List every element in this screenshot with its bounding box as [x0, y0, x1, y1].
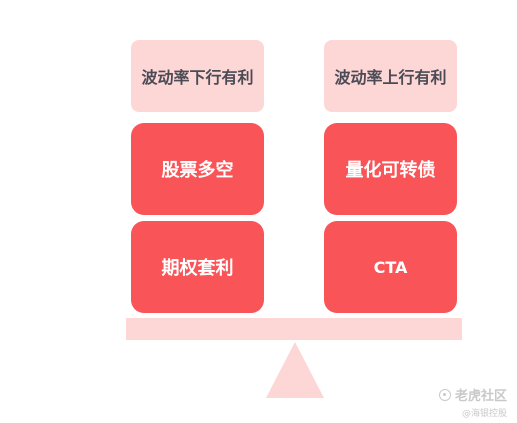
watermark: 老虎社区 @海银控股 — [438, 385, 507, 419]
strategy-box-cta: CTA — [324, 221, 457, 313]
strategy-box-stock-long-short: 股票多空 — [131, 123, 264, 215]
seesaw-beam — [126, 318, 462, 340]
header-volatility-down-label: 波动率下行有利 — [141, 68, 254, 87]
header-volatility-down: 波动率下行有利 — [131, 40, 264, 112]
tiger-logo-icon — [438, 388, 451, 401]
strategy-box-option-arbitrage: 期权套利 — [131, 221, 264, 313]
header-volatility-up: 波动率上行有利 — [324, 40, 457, 112]
strategy-label: 期权套利 — [161, 258, 234, 279]
watermark-name: 老虎社区 — [454, 389, 507, 404]
strategy-label: CTA — [373, 257, 408, 277]
strategy-label: 股票多空 — [161, 160, 234, 181]
watermark-handle: @海银控股 — [461, 409, 507, 419]
seesaw-fulcrum — [266, 342, 324, 398]
header-volatility-up-label: 波动率上行有利 — [334, 68, 447, 87]
strategy-label: 量化可转债 — [345, 160, 436, 181]
strategy-box-quant-convertible: 量化可转债 — [324, 123, 457, 215]
